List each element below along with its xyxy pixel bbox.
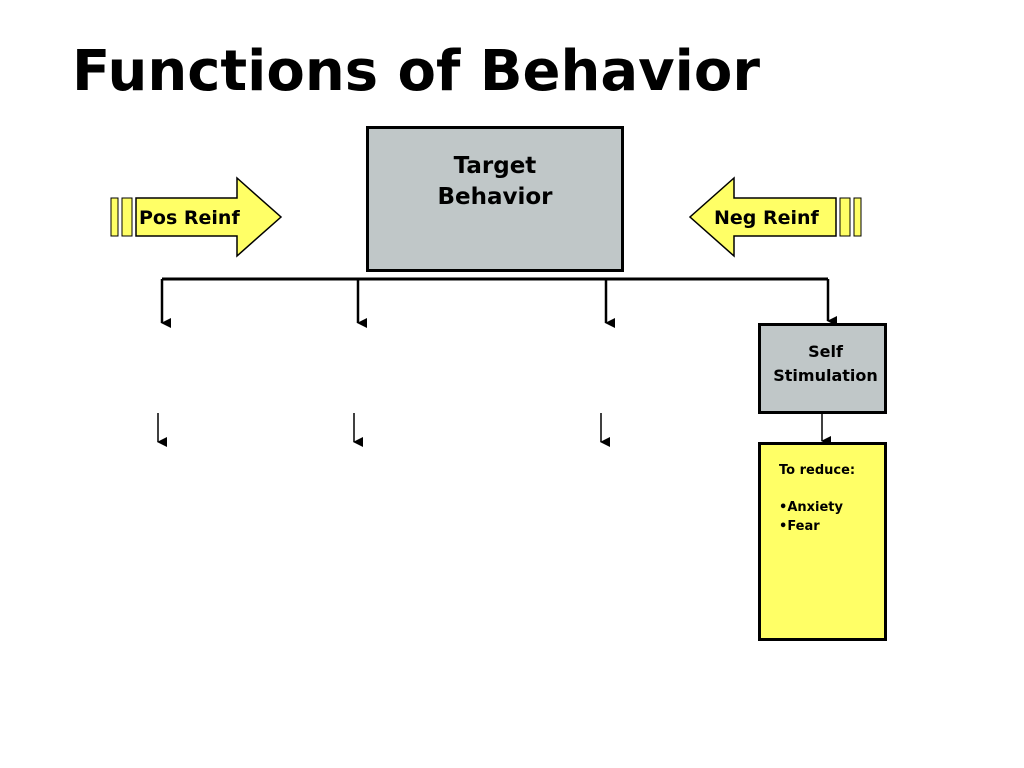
- pos-reinf-arrow: [110, 176, 283, 258]
- target-behavior-label: Target Behavior: [437, 153, 553, 210]
- neg-reinf-arrow: [688, 176, 862, 258]
- slide-title: Functions of Behavior: [72, 39, 760, 104]
- target-behavior-box: Target Behavior: [366, 126, 624, 272]
- neg-reinf-label: Neg Reinf: [714, 207, 819, 229]
- pos-reinf-stripe-inner: [121, 197, 133, 237]
- neg-reinf-stripe-inner: [839, 197, 851, 237]
- neg-reinf-stripe-outer: [853, 197, 862, 237]
- reduce-box: To reduce: Anxiety Fear: [758, 442, 887, 641]
- pos-reinf-stripe-outer: [110, 197, 119, 237]
- neg-reinf-arrow-shape: [688, 176, 837, 258]
- pos-reinf-arrow-shape: [135, 176, 283, 258]
- reduce-list: Anxiety Fear: [779, 498, 884, 536]
- reduce-item-anxiety: Anxiety: [779, 498, 884, 517]
- self-stimulation-label: Self Stimulation: [773, 341, 878, 385]
- reduce-heading: To reduce:: [779, 463, 856, 478]
- pos-reinf-label: Pos Reinf: [139, 207, 240, 229]
- reduce-item-fear: Fear: [779, 517, 884, 536]
- self-stimulation-box: Self Stimulation: [758, 323, 887, 414]
